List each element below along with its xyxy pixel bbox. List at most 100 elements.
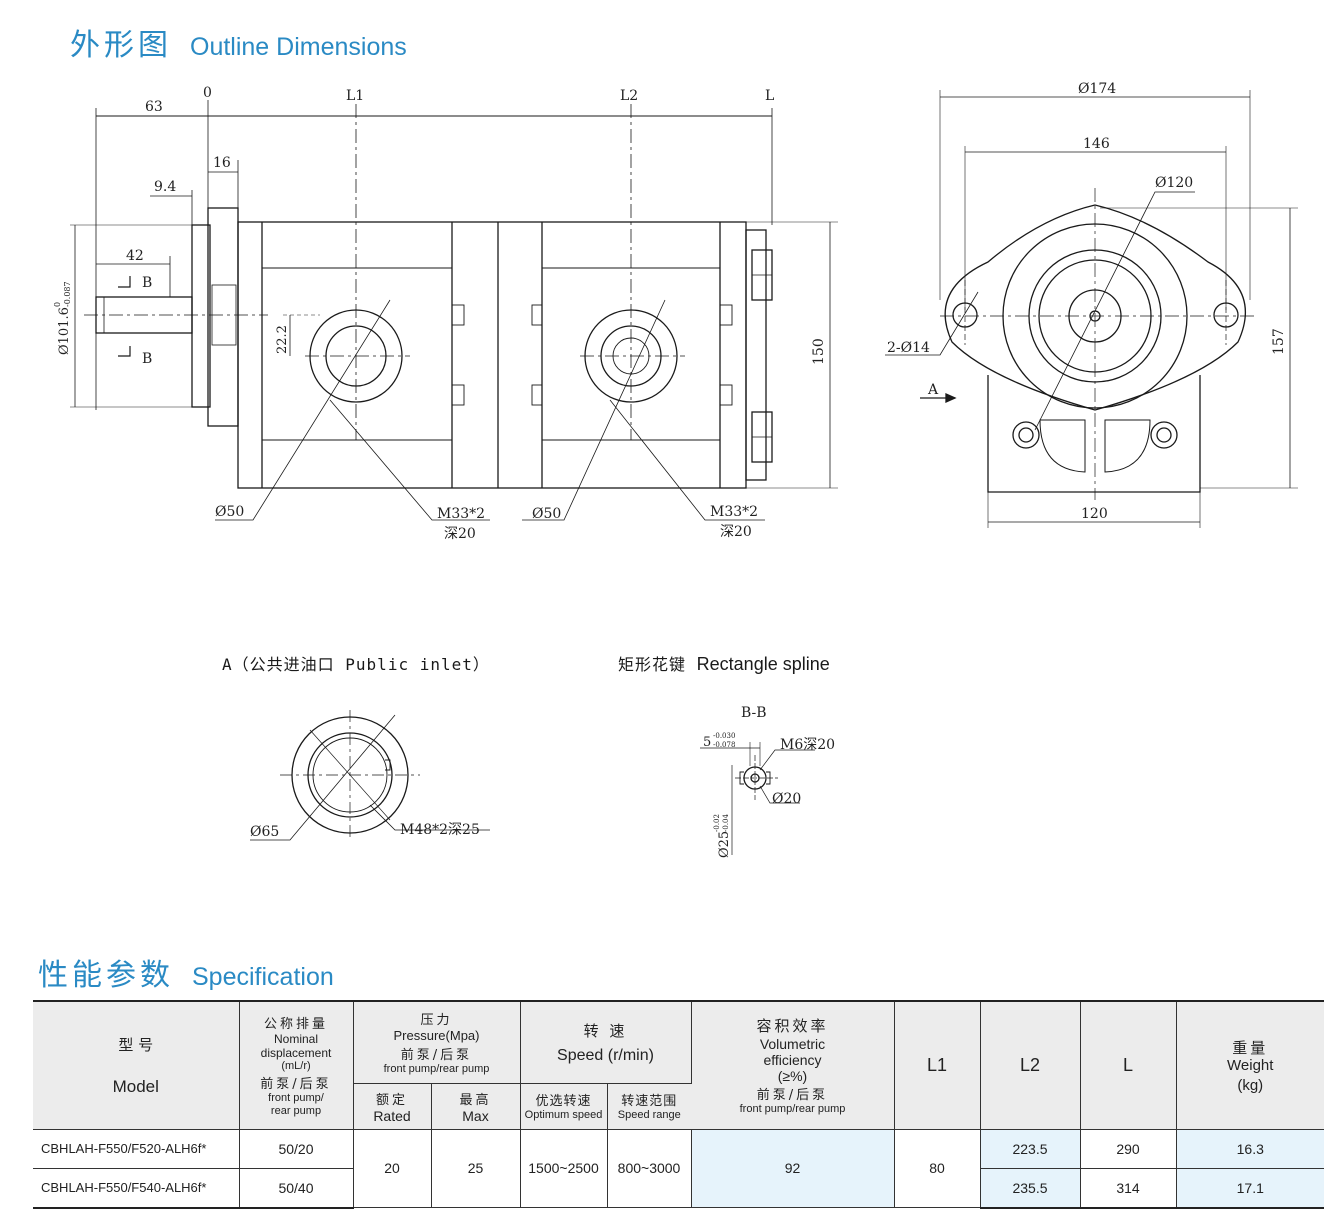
opt-cn: 优选转速	[535, 1094, 592, 1109]
dim-146: 146	[1083, 136, 1110, 152]
pressure-cn: 压力	[420, 1012, 453, 1028]
inlet-caption-cn: A（公共进油口	[222, 655, 335, 674]
dia-101-tol-low: -0.087	[63, 281, 72, 307]
speed-cn: 转 速	[583, 1021, 628, 1040]
row1-weight: 16.3	[1176, 1129, 1324, 1169]
col-rated: 额定 Rated	[353, 1083, 432, 1130]
disp-fr-cn: 前泵/后泵	[260, 1076, 332, 1092]
dim-22-2: 22.2	[275, 325, 290, 354]
row2-l2: 235.5	[980, 1168, 1081, 1209]
table-row: CBHLAH-F550/F520-ALH6f* 50/20 20 25 1500…	[33, 1129, 1324, 1208]
dim-42: 42	[126, 248, 144, 264]
holes-2-dia-14: 2-Ø14	[887, 340, 930, 356]
spline-dia-25-tol-low: -0.04	[722, 814, 730, 832]
front-view	[885, 90, 1298, 528]
outline-heading-en: Outline Dimensions	[190, 33, 407, 61]
detail-drawings: Ø65 M48*2深25 B-B 5 -0.030 -0.078 M6深20 Ø…	[250, 705, 835, 858]
rated-en: Rated	[373, 1107, 411, 1124]
port1-dia: Ø50	[215, 504, 244, 520]
spec-heading-en: Specification	[192, 963, 334, 991]
col-max: 最高 Max	[431, 1083, 521, 1130]
model-en: Model	[112, 1076, 159, 1096]
dim-zero: 0	[203, 85, 212, 101]
disp-fr-en2: rear pump	[270, 1104, 322, 1117]
row2-disp: 50/40	[239, 1168, 354, 1209]
outline-heading: 外形图 Outline Dimensions	[70, 20, 407, 64]
dim-l-label: L	[765, 88, 774, 104]
eff-en1: Volumetric	[759, 1035, 826, 1052]
dim-63: 63	[145, 99, 163, 115]
inlet-caption-en: Public inlet）	[345, 655, 490, 674]
model-cn: 型 号	[118, 1035, 154, 1054]
col-l: L	[1080, 1000, 1177, 1130]
dim-150: 150	[811, 338, 827, 365]
port2-thread: M33*2	[710, 504, 758, 520]
weight-unit: (kg)	[1237, 1076, 1264, 1094]
max-value: 25	[431, 1129, 521, 1208]
eff-unit: (≥%)	[777, 1067, 808, 1084]
pressure-en: Pressure(Mpa)	[393, 1027, 480, 1043]
col-l2: L2	[980, 1000, 1081, 1130]
spline-dia-25: Ø25	[717, 831, 732, 858]
side-view	[70, 100, 838, 521]
dim-120: 120	[1081, 506, 1108, 522]
disp-en2: displacement	[260, 1045, 332, 1060]
col-efficiency: 容积效率 Volumetric efficiency (≥%) 前泵/后泵 fr…	[691, 1000, 895, 1130]
eff-fr-en: front pump/rear pump	[739, 1102, 846, 1115]
view-a-label: A	[927, 382, 939, 398]
max-cn: 最高	[459, 1092, 492, 1108]
weight-cn: 重量	[1232, 1038, 1269, 1057]
section-b-top: B	[142, 275, 152, 291]
row1-disp: 50/20	[239, 1129, 354, 1169]
l1-value: 80	[894, 1129, 981, 1208]
row1-l: 290	[1080, 1129, 1177, 1169]
col-displacement: 公称排量 Nominal displacement (mL/r) 前泵/后泵 f…	[239, 1000, 354, 1130]
spline-detail	[700, 742, 815, 855]
max-en: Max	[462, 1107, 489, 1124]
col-weight: 重量 Weight (kg)	[1176, 1000, 1324, 1130]
dia-120: Ø120	[1155, 175, 1193, 191]
port1-depth: 深20	[444, 526, 476, 542]
spline-width-tol-low: -0.078	[713, 741, 735, 749]
dim-16: 16	[213, 155, 231, 171]
spline-caption-cn: 矩形花键	[618, 655, 687, 674]
port2-dia: Ø50	[532, 506, 561, 522]
dia-174: Ø174	[1078, 81, 1116, 97]
disp-fr-en1: front pump/	[268, 1091, 324, 1104]
col-optimum-speed: 优选转速 Optimum speed	[520, 1083, 608, 1130]
row1-model: CBHLAH-F550/F520-ALH6f*	[33, 1129, 240, 1169]
port1-thread: M33*2	[437, 506, 485, 522]
eff-fr-cn: 前泵/后泵	[756, 1087, 829, 1103]
inlet-detail	[250, 710, 490, 841]
dia-101-tol-up: 0	[53, 302, 62, 307]
row2-model: CBHLAH-F550/F540-ALH6f*	[33, 1168, 240, 1209]
range-en: Speed range	[617, 1109, 681, 1121]
weight-en: Weight	[1227, 1056, 1274, 1074]
eff-cn: 容积效率	[756, 1016, 829, 1035]
pressure-fr-en: front pump/rear pump	[383, 1062, 490, 1075]
speed-en: Speed (r/min)	[557, 1046, 654, 1064]
dim-157: 157	[1271, 328, 1287, 355]
spec-heading: 性能参数 Specification	[38, 950, 334, 994]
outline-drawing: 63 0 L1 L2 L 16 9.4 42 B B Ø101.6 0 -0.0…	[53, 81, 1298, 542]
row2-weight: 17.1	[1176, 1168, 1324, 1209]
col-speed-range: 转速范围 Speed range	[607, 1083, 691, 1130]
opt-speed-value: 1500~2500	[520, 1129, 608, 1208]
eff-en2: efficiency	[763, 1051, 822, 1068]
speed-range-value: 800~3000	[607, 1129, 692, 1208]
port2-depth: 深20	[720, 524, 752, 540]
row1-l2: 223.5	[980, 1129, 1081, 1169]
col-l1: L1	[894, 1000, 981, 1130]
spline-caption: 矩形花键 Rectangle spline	[618, 651, 830, 675]
col-pressure: 压力 Pressure(Mpa) 前泵/后泵 front pump/rear p…	[353, 1000, 521, 1084]
rated-cn: 额定	[375, 1092, 408, 1108]
dim-l1-label: L1	[346, 88, 364, 104]
spec-table: 型 号 Model 公称排量 Nominal displacement (mL/…	[33, 1000, 1324, 1209]
spline-dia-25-tol-up: -0.02	[713, 814, 721, 832]
inlet-dia-65: Ø65	[250, 824, 279, 840]
eff-value: 92	[691, 1129, 895, 1208]
spec-heading-cn: 性能参数	[38, 958, 174, 993]
col-speed: 转 速 Speed (r/min)	[520, 1000, 692, 1084]
disp-unit: (mL/r)	[281, 1059, 311, 1072]
spline-dia-20: Ø20	[772, 791, 801, 807]
